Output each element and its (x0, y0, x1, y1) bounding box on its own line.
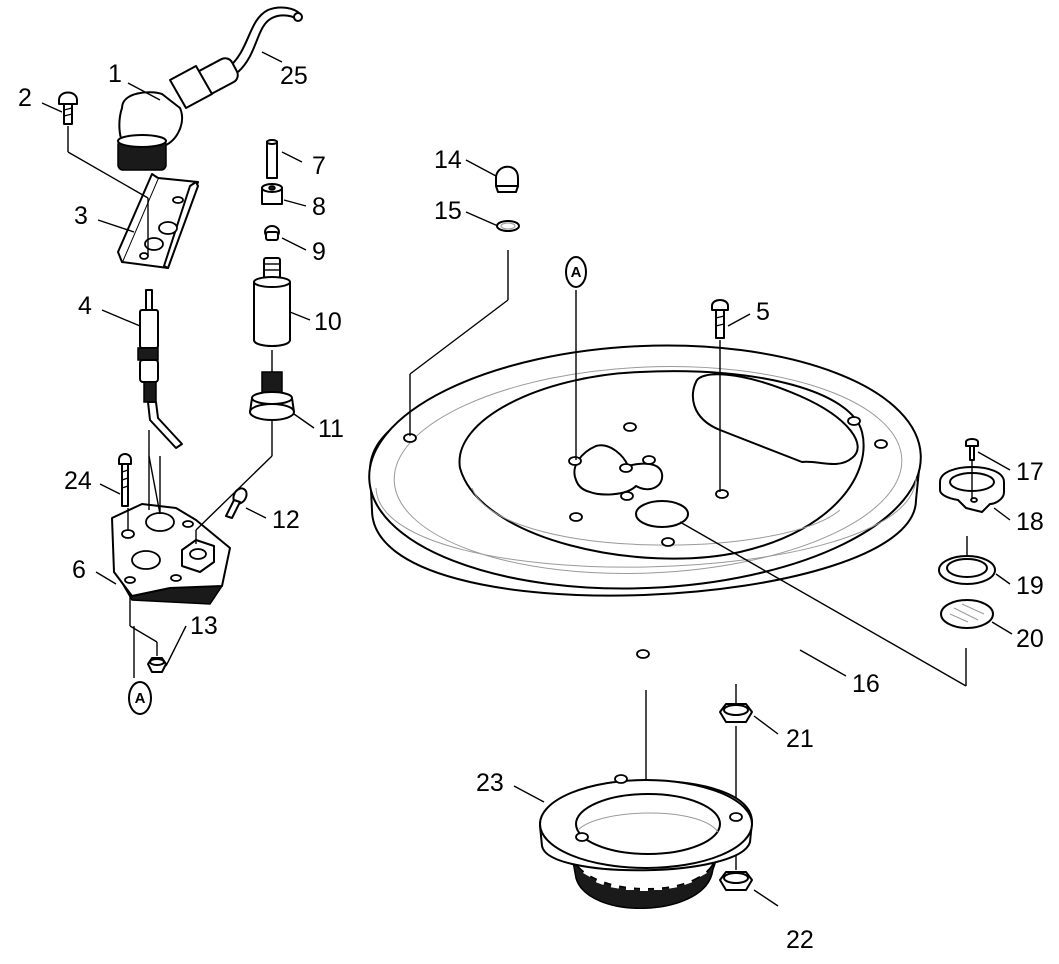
reference-mark-a-top: A (565, 256, 587, 288)
callout-leaders (41, 51, 1013, 907)
callout-10: 10 (314, 308, 342, 336)
callout-12: 12 (272, 506, 300, 534)
cylinder-10 (253, 257, 291, 347)
callout-13: 13 (190, 612, 218, 640)
callout-24: 24 (64, 467, 92, 495)
callout-9: 9 (312, 238, 326, 266)
ring-19 (938, 536, 996, 585)
nut-8 (261, 183, 283, 205)
callout-4: 4 (78, 292, 92, 320)
pin-7 (266, 139, 278, 179)
connector-1 (117, 57, 239, 171)
callout-18: 18 (1016, 508, 1044, 536)
svg-text:A: A (571, 264, 582, 281)
screw-5 (711, 299, 729, 339)
callout-2: 2 (18, 84, 32, 112)
disc-20 (940, 599, 994, 629)
cable-25 (227, 6, 303, 73)
callout-25: 25 (280, 62, 308, 90)
callout-22: 22 (786, 926, 814, 954)
screw-17 (965, 438, 979, 461)
nut-13 (147, 657, 167, 673)
callout-16: 16 (852, 670, 880, 698)
electrode-4 (137, 289, 183, 449)
mounting-plate-16 (368, 344, 922, 659)
callout-14: 14 (434, 146, 462, 174)
callout-5: 5 (756, 298, 770, 326)
callout-19: 19 (1016, 572, 1044, 600)
callout-8: 8 (312, 193, 326, 221)
flange-23 (539, 774, 753, 910)
cap-nut-14 (495, 165, 519, 193)
nut-21 (719, 703, 753, 723)
bracket-3 (117, 173, 199, 269)
clamp-ring-18 (939, 460, 1005, 513)
callout-17: 17 (1016, 458, 1044, 486)
screw-12 (225, 487, 248, 519)
nut-22 (719, 871, 753, 891)
svg-text:A: A (135, 690, 146, 707)
fitting-9 (264, 225, 280, 241)
left-assembly-lines (67, 126, 273, 678)
lock-washer-15 (496, 220, 520, 232)
screw-24 (118, 453, 132, 507)
reference-mark-a-bottom: A (128, 681, 152, 715)
center-assembly-lines (409, 250, 967, 870)
base-plate-6 (111, 503, 231, 605)
callout-21: 21 (786, 725, 814, 753)
callout-15: 15 (434, 197, 462, 225)
nozzle-11 (249, 371, 295, 421)
callout-6: 6 (72, 556, 86, 584)
callout-23: 23 (476, 769, 504, 797)
callout-7: 7 (312, 152, 326, 180)
callout-labels: 1 2 3 4 5 6 7 8 9 10 11 12 13 14 15 16 1… (18, 60, 1044, 954)
callout-11: 11 (318, 415, 344, 443)
callout-1: 1 (108, 60, 122, 88)
callout-20: 20 (1016, 625, 1044, 653)
callout-3: 3 (74, 202, 88, 230)
screw-2 (58, 91, 78, 125)
